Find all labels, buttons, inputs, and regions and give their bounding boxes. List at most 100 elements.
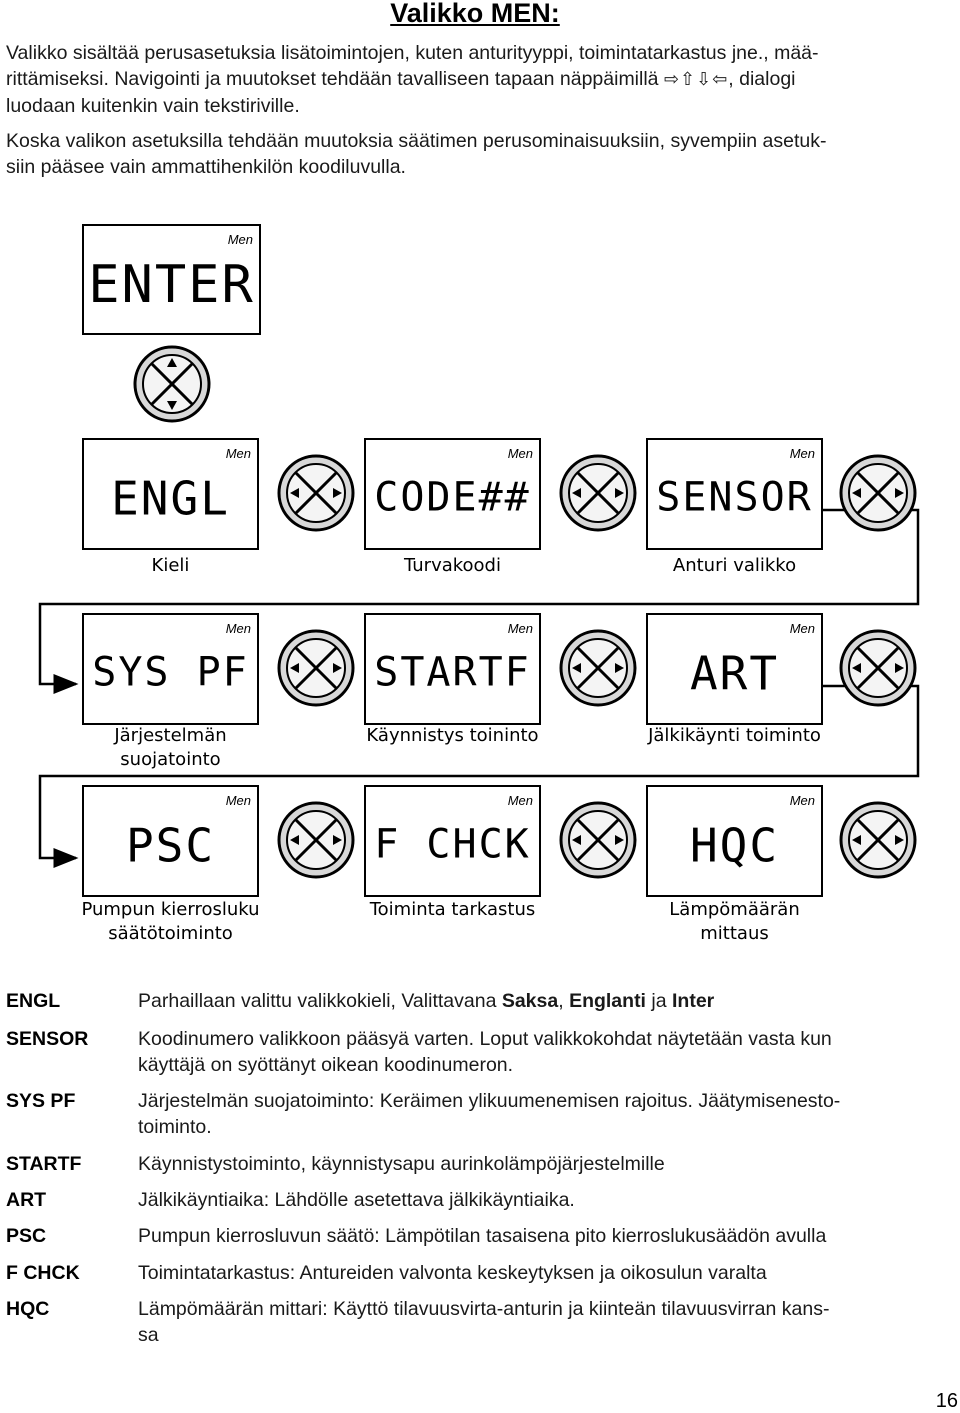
lcd-text: SENSOR [656,474,813,521]
men-indicator: Men [507,446,533,461]
definition-bold: Englanti [569,990,646,1012]
dpad-horizontal-icon[interactable] [838,800,918,880]
definition-value: Lämpömäärän mittari: Käyttö tilavuusvirt… [138,1296,956,1348]
dpad-horizontal-icon[interactable] [276,453,356,533]
definition-text: Järjestelmän suojatoiminto: Keräimen yli… [138,1090,841,1112]
definition-key: SENSOR [6,1028,89,1050]
caption-line: säätötoiminto [108,923,233,944]
definition-key: F CHCK [6,1262,80,1284]
intro-paragraph-2: Koska valikon asetuksilla tehdään muutok… [6,128,954,180]
definition-value: Pumpun kierrosluvun säätö: Lämpötilan ta… [138,1225,827,1247]
dpad-horizontal-icon[interactable] [276,628,356,708]
intro-line: Koska valikon asetuksilla tehdään muutok… [6,130,827,152]
definition-value: Järjestelmän suojatoiminto: Keräimen yli… [138,1088,956,1140]
definition-text: Lämpömäärän mittari: Käyttö tilavuusvirt… [138,1298,830,1320]
screen-caption: Käynnistys toininto [344,724,561,748]
dpad-horizontal-icon[interactable] [838,628,918,708]
men-indicator: Men [225,446,251,461]
caption-line: Lämpömäärän [669,899,800,920]
men-indicator: Men [789,621,815,636]
screen-caption: Anturi valikko [626,554,843,578]
caption-line: Käynnistys toininto [366,725,539,746]
page-number: 16 [935,1390,958,1412]
lcd-text: ENGL [111,471,230,526]
lcd-screen: Men F CHCK [364,785,541,897]
lcd-text: STARTF [374,649,531,696]
dpad-horizontal-icon[interactable] [276,800,356,880]
caption-line: Kieli [151,555,190,576]
definition-value: Parhaillaan valittu valikkokieli, Valitt… [138,988,956,1014]
lcd-text: CODE## [374,474,531,521]
caption-line: Anturi valikko [672,555,797,576]
navigation-arrows-icon: ⇨⇧⇩⇦ [663,69,729,90]
definition-key: STARTF [6,1153,82,1175]
definition-bold: Inter [672,990,715,1012]
screen-caption: Kieli [62,554,279,578]
intro-paragraph-1: Valikko sisältää perusasetuksia lisätoim… [6,40,954,119]
definition-text: Parhaillaan valittu valikkokieli, Valitt… [138,990,502,1012]
intro-line: siin pääsee vain ammattihenkilön koodilu… [6,156,406,178]
men-indicator: Men [507,793,533,808]
men-indicator: Men [507,621,533,636]
lcd-text: SYS PF [92,649,249,696]
page-title: Valikko MEN: [390,0,560,28]
intro-line: luodaan kuitenkin vain tekstiriville. [6,95,300,117]
lcd-text: HQC [689,818,780,873]
screen-caption: Lämpömäärän mittaus [626,898,843,946]
enter-display-screen: Men ENTER [82,224,261,335]
definition-key: PSC [6,1225,47,1247]
definition-key: ENGL [6,990,61,1012]
dpad-horizontal-icon[interactable] [558,628,638,708]
men-indicator: Men [789,446,815,461]
lcd-text: ENTER [88,254,255,315]
intro-text: , dialogi [728,68,796,90]
men-indicator: Men [227,232,253,247]
men-indicator: Men [789,793,815,808]
definition-text: ja [645,990,672,1012]
caption-line: suojatointo [120,749,221,770]
screen-caption: Turvakoodi [344,554,561,578]
caption-line: mittaus [700,923,769,944]
definition-value: Jälkikäyntiaika: Lähdölle asetettava jäl… [138,1189,575,1211]
caption-line: Pumpun kierrosluku [81,899,260,920]
definition-text: toiminto. [138,1116,212,1138]
definition-text: sa [138,1324,159,1346]
caption-line: Turvakoodi [404,555,501,576]
dpad-vertical-icon[interactable] [132,344,212,424]
screen-caption: Jälkikäynti toiminto [626,724,843,748]
intro-line: rittämiseksi. Navigointi ja muutokset te… [6,66,954,93]
intro-text: rittämiseksi. Navigointi ja muutokset te… [6,68,659,90]
definition-text: Koodinumero valikkoon pääsyä varten. Lop… [138,1028,832,1050]
dpad-horizontal-icon[interactable] [558,800,638,880]
intro-line: Valikko sisältää perusasetuksia lisätoim… [6,42,819,64]
definition-key: ART [6,1189,47,1211]
screen-caption: Pumpun kierrosluku säätötoiminto [62,898,279,946]
definition-key: HQC [6,1298,50,1320]
lcd-text: F CHCK [374,821,531,868]
definition-value: Käynnistystoiminto, käynnistysapu aurink… [138,1153,665,1175]
dpad-horizontal-icon[interactable] [558,453,638,533]
screen-caption: Järjestelmän suojatointo [62,724,279,772]
definition-text: , [558,990,570,1012]
definition-text: käyttäjä on syöttänyt oikean koodinumero… [138,1054,514,1076]
caption-line: Toiminta tarkastus [369,899,536,920]
definition-value: Toimintatarkastus: Antureiden valvonta k… [138,1262,767,1284]
definition-value: Koodinumero valikkoon pääsyä varten. Lop… [138,1026,956,1078]
lcd-text: PSC [125,818,216,873]
definition-key: SYS PF [6,1090,76,1112]
lcd-text: ART [689,646,780,701]
caption-line: Järjestelmän [114,725,227,746]
caption-line: Jälkikäynti toiminto [648,725,821,746]
screen-caption: Toiminta tarkastus [344,898,561,922]
men-indicator: Men [225,793,251,808]
dpad-horizontal-icon[interactable] [838,453,918,533]
